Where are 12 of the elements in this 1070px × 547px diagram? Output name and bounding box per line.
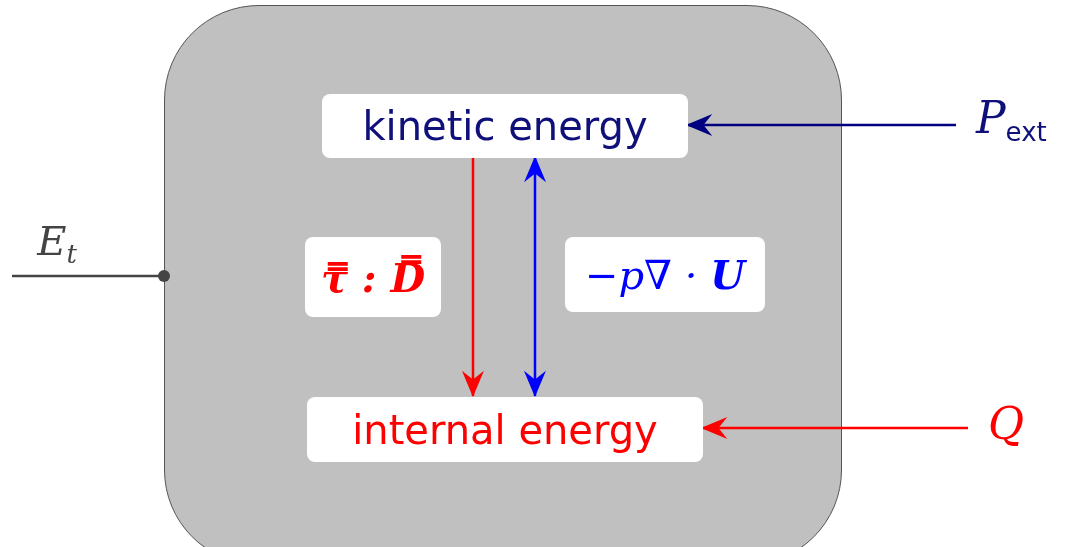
math-symbol: Q: [988, 398, 1025, 449]
edge-label: E$_{t}$: [35, 216, 78, 270]
arrow: [700, 416, 968, 439]
edge-label: −p∇ · U: [565, 237, 765, 312]
math-symbol: P$_{ext}$: [976, 92, 1047, 147]
arrow: [461, 157, 484, 398]
energy-box: internal energy: [307, 397, 703, 462]
system-boundary-box: [164, 5, 842, 547]
energy-box: kinetic energy: [322, 94, 688, 158]
edge-label: τ̿ : D̿: [305, 237, 441, 317]
arrow: [685, 113, 956, 136]
arrow: [523, 155, 547, 398]
